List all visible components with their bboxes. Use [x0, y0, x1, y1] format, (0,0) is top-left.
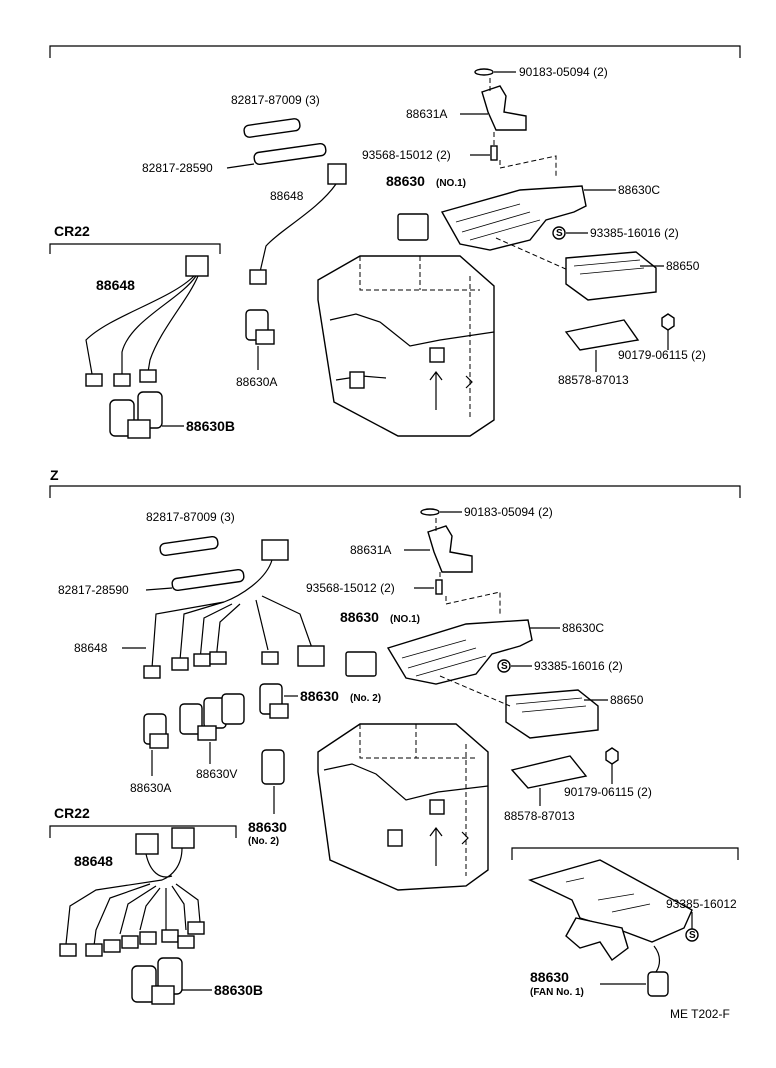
- relay-88630V-z: [197, 725, 217, 741]
- diagram-code: ME T202-F: [670, 1007, 730, 1021]
- label-90183-z: 90183-05094 (2): [464, 505, 553, 519]
- label-88630-no2-z: 88630: [300, 688, 339, 704]
- label-82817-87009: 82817-87009 (3): [231, 93, 320, 107]
- tube-82817-87009: [243, 118, 301, 138]
- washer-90183-z: [420, 508, 440, 516]
- fan-bracket-frame: [511, 847, 739, 860]
- label-90179: 90179-06115 (2): [618, 348, 706, 362]
- plate-88578-z: [510, 755, 588, 789]
- nut-90179: [661, 313, 675, 331]
- label-82817-87009-z: 82817-87009 (3): [146, 510, 235, 524]
- label-88578: 88578-87013: [558, 373, 629, 387]
- label-88630-no1-sub: (NO.1): [436, 178, 466, 189]
- module-88650: [565, 251, 657, 301]
- nut-93385-z: [497, 659, 511, 673]
- label-90179-z: 90179-06115 (2): [564, 785, 652, 799]
- label-93385-16012: 93385-16012: [666, 897, 737, 911]
- label-93385: 93385-16016 (2): [590, 226, 679, 240]
- section-z: Z 90183-05094 (2) 82817-87009 (3) 88631A…: [49, 467, 741, 1005]
- connector-88648-z: [261, 539, 289, 561]
- svg-text:S: S: [556, 228, 563, 239]
- label-88630C: 88630C: [618, 183, 660, 197]
- label-88630-fan: 88630: [530, 969, 569, 985]
- bracket-88631A-z: [427, 525, 473, 573]
- svg-text:S: S: [689, 930, 696, 941]
- relay-88630B-a-z: [131, 965, 157, 1003]
- screw-93568: [490, 145, 498, 161]
- label-88630-no2-b-sub-z: (No. 2): [248, 836, 279, 847]
- heater-unit-top: [317, 255, 495, 437]
- cr22-bracket-z: [49, 825, 237, 838]
- section-top-bracket: [49, 45, 741, 58]
- label-cr22-z: CR22: [54, 805, 90, 821]
- screw-93568-z: [435, 579, 443, 595]
- label-88650-z: 88650: [610, 693, 644, 707]
- label-90183: 90183-05094 (2): [519, 65, 608, 79]
- label-88648-z: 88648: [74, 641, 108, 655]
- label-88630-no1-z: 88630: [340, 609, 379, 625]
- label-88630A-top: 88630A: [236, 375, 277, 389]
- relay-88630-fan: [647, 971, 669, 997]
- label-88630-fan-sub: (FAN No. 1): [530, 987, 584, 998]
- label-88648-mid: 88648: [270, 189, 304, 203]
- heater-unit-z: [317, 723, 489, 891]
- connector-88648-cr22-b-z: [171, 827, 195, 849]
- label-88578-z: 88578-87013: [504, 809, 575, 823]
- tube-82817-28590-z: [171, 568, 245, 592]
- connector-88648-cr22-a-z: [135, 833, 159, 855]
- bracket-88631A: [481, 85, 527, 131]
- label-88630V-z: 88630V: [196, 767, 237, 781]
- label-82817-28590-z: 82817-28590: [58, 583, 129, 597]
- connector-88648-mid: [327, 163, 347, 185]
- label-93568-z: 93568-15012 (2): [306, 581, 395, 595]
- nut-93385: [552, 226, 566, 240]
- label-88631A-z: 88631A: [350, 543, 391, 557]
- section-top: 90183-05094 (2) 88631A 82817-87009 (3) 8…: [49, 45, 741, 439]
- label-88630B-top: 88630B: [186, 418, 235, 434]
- fan-mount-plate: [528, 859, 693, 943]
- label-88630B-z: 88630B: [214, 982, 263, 998]
- label-88630-no2-sub-z: (No. 2): [350, 693, 381, 704]
- label-82817-28590: 82817-28590: [142, 161, 213, 175]
- washer-90183: [474, 68, 494, 76]
- relay-block-88630C-z: [386, 619, 533, 685]
- nut-90179-z: [605, 747, 619, 765]
- plate-88578: [564, 319, 640, 351]
- wire-88648-mid: [259, 183, 337, 273]
- section-z-title: Z: [50, 467, 59, 483]
- svg-text:S: S: [501, 661, 508, 672]
- relay-block-88630C: [440, 185, 587, 251]
- cr22-bracket-top: [49, 243, 221, 254]
- relay-88630-no1-z: [345, 651, 377, 677]
- label-cr22-top: CR22: [54, 223, 90, 239]
- connector-88648-cr22: [185, 255, 209, 277]
- tube-82817-28590: [253, 142, 327, 166]
- label-88630A-z: 88630A: [130, 781, 171, 795]
- label-88648-cr22-top: 88648: [96, 277, 135, 293]
- label-88630-no1-sub-z: (NO.1): [390, 614, 420, 625]
- relay-88630-no1: [397, 213, 429, 241]
- label-88630C-z: 88630C: [562, 621, 604, 635]
- label-93568: 93568-15012 (2): [362, 148, 451, 162]
- label-88630-no1: 88630: [386, 173, 425, 189]
- label-88650: 88650: [666, 259, 700, 273]
- relay-88630-no2-b-z: [261, 749, 285, 785]
- label-88630-no2-b-z: 88630: [248, 819, 287, 835]
- label-88631A: 88631A: [406, 107, 447, 121]
- section-z-bracket: [49, 485, 741, 498]
- module-88650-z: [505, 689, 599, 739]
- terminal-88648-mid: [249, 269, 267, 285]
- label-88648-cr22-z: 88648: [74, 853, 113, 869]
- tube-82817-87009-z: [159, 535, 219, 557]
- label-93385-z: 93385-16016 (2): [534, 659, 623, 673]
